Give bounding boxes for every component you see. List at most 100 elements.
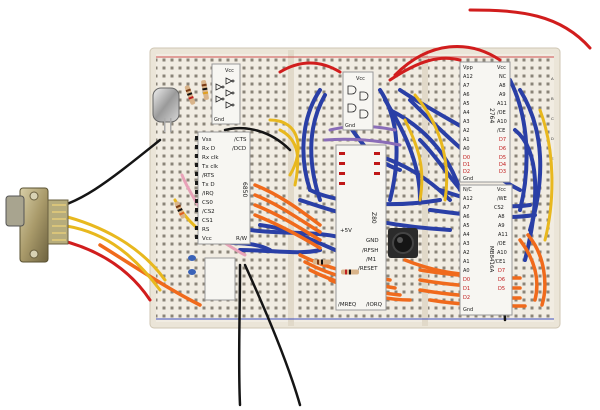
cpu-pin-right-2: /RFSH: [362, 248, 378, 254]
ram-pin-left-2: A12: [463, 196, 473, 202]
rom-pin-left-3: A7: [463, 83, 470, 89]
ram-pin-right-9: /CE1: [494, 259, 506, 265]
acia-pin-left-3: Rx clk: [202, 155, 219, 161]
ram-pin-right-2: /WE: [497, 196, 507, 202]
rom-pin-d2: D2: [463, 169, 470, 175]
acia-pin-left-5: /RTS: [202, 173, 215, 179]
chip-inverter-left: Vcc Gnd: [211, 63, 241, 125]
rom-pin-right-6: /OE: [497, 110, 506, 116]
rom-pin-left-2: A12: [463, 74, 473, 80]
rom-pin-right-5: A11: [497, 101, 507, 107]
rom-pin-left-5: A5: [463, 101, 470, 107]
rom-pin-d0: D0: [463, 155, 470, 161]
small-ic-bottom-left: [204, 257, 236, 301]
rom-pin-right-3: A8: [499, 83, 506, 89]
acia-pin-right-3: R/W: [236, 236, 248, 242]
chip-cpu: Z80 +5V GND /RFSH /M1 /RESET /MREQ /IORQ: [335, 144, 387, 311]
rom-pin-right-8: /CE: [497, 128, 505, 134]
rom-pin-left-1: Vpp: [463, 65, 473, 71]
inv2-vcc-label: Vcc: [356, 76, 365, 82]
cpu-pin-right-4: /RESET: [358, 266, 378, 272]
svg-text:B: B: [551, 96, 554, 101]
acia-pin-left-4: Tx clk: [201, 164, 219, 170]
acia-pin-right-1: /CTS: [234, 137, 247, 143]
rom-pin-left-10: A0: [463, 146, 470, 152]
acia-pin-left-8: CS0: [202, 200, 213, 206]
wires-black: [43, 126, 507, 407]
wires-yellow: [58, 93, 554, 292]
rom-pin-left-9: A1: [463, 137, 470, 143]
ram-pin-left-10: A0: [463, 268, 470, 274]
rom-pin-right-12: D4: [499, 162, 506, 168]
cpu-part-number: Z80: [370, 212, 377, 224]
ram-pin-right-4: A8: [498, 214, 505, 220]
cpu-pin-bottom-1: /MREQ: [338, 302, 357, 308]
acia-pin-left-10: CS1: [202, 218, 213, 224]
svg-text:D: D: [551, 136, 554, 141]
ram-pin-left-3: A7: [463, 205, 470, 211]
cpu-pin-left-1: +5V: [340, 228, 352, 234]
crystal-oscillator: [152, 87, 180, 132]
rom-pin-right-2: NC: [499, 74, 507, 80]
ram-pin-d2: D2: [463, 295, 470, 301]
svg-text:A: A: [551, 76, 554, 81]
rom-pin-gnd: Gnd: [463, 176, 473, 182]
rom-pin-left-6: A4: [463, 110, 470, 116]
ram-part-number: MB8416A: [488, 246, 494, 273]
db9-serial-connector: [5, 187, 69, 263]
ram-pin-right-7: /OE: [497, 241, 506, 247]
ram-pin-d1: D1: [463, 286, 470, 292]
chip-logic-middle: Vcc Gnd: [342, 71, 374, 131]
ram-pin-left-4: A6: [463, 214, 470, 220]
inv2-gnd-label: Gnd: [345, 123, 355, 129]
rom-pin-right-10: D6: [499, 146, 506, 152]
cpu-pin-bottom-2: /IORQ: [366, 302, 383, 308]
ram-pin-left-1: N/C: [463, 187, 472, 193]
ram-pin-right-6: A11: [498, 232, 508, 238]
ram-pin-right-3: CS2: [494, 205, 504, 211]
acia-pin-left-6: Tx D: [201, 182, 215, 188]
acia-part-number: 6850: [241, 182, 248, 197]
rom-pin-right-4: A9: [499, 92, 506, 98]
ram-pin-right-8: A10: [497, 250, 507, 256]
acia-pin-left-7: /IRQ: [202, 191, 214, 197]
ram-pin-right-5: A9: [498, 223, 505, 229]
wires-red: [58, 8, 592, 302]
rom-pin-right-9: D7: [499, 137, 506, 143]
acia-pin-left-11: RS: [202, 227, 210, 233]
ram-pin-left-6: A4: [463, 232, 470, 238]
rom-pin-left-8: A2: [463, 128, 470, 134]
rom-pin-left-4: A6: [463, 92, 470, 98]
chip-ram: N/C A12 A7 A6 A5 A4 A3 A2 A1 A0 D0 D1 D2…: [459, 184, 513, 316]
ram-pin-right-12: D5: [498, 286, 505, 292]
ram-pin-right-11: D6: [498, 277, 505, 283]
rom-pin-right-13: D3: [499, 169, 506, 175]
ram-pin-left-8: A2: [463, 250, 470, 256]
cpu-pin-right-3: /M1: [366, 257, 376, 263]
svg-text:C: C: [551, 116, 554, 121]
ram-pin-left-9: A1: [463, 259, 470, 265]
acia-pin-left-1: Vss: [202, 137, 212, 143]
rom-pin-d1: D1: [463, 162, 470, 168]
ram-pin-gnd: Gnd: [463, 307, 473, 313]
ram-pin-d0: D0: [463, 277, 470, 283]
rom-pin-right-7: A10: [497, 119, 507, 125]
inv1-vcc-label: Vcc: [225, 68, 234, 74]
rom-pin-right-11: D5: [499, 155, 506, 161]
acia-pin-left-9: /CS2: [202, 209, 215, 215]
rom-pin-right-1: Vcc: [497, 65, 506, 71]
rom-part-number: 2764: [488, 108, 495, 123]
acia-pin-left-2: Rx D: [202, 146, 215, 152]
ram-pin-left-5: A5: [463, 223, 470, 229]
resistors: [174, 80, 359, 275]
rom-pin-left-7: A3: [463, 119, 470, 125]
svg-text:E: E: [551, 156, 554, 161]
acia-pin-right-2: /DCD: [232, 146, 246, 152]
ram-pin-right-10: D7: [498, 268, 505, 274]
cpu-pin-right-1: GND: [366, 238, 379, 244]
chip-rom: Vpp A12 A7 A6 A5 A4 A3 A2 A1 A0 D0 D1 D2…: [459, 61, 511, 183]
chip-acia: Vss Rx D Rx clk Tx clk /RTS Tx D /IRQ CS…: [195, 131, 251, 245]
inv1-gnd-label: Gnd: [214, 117, 224, 123]
reset-button: [388, 228, 418, 258]
